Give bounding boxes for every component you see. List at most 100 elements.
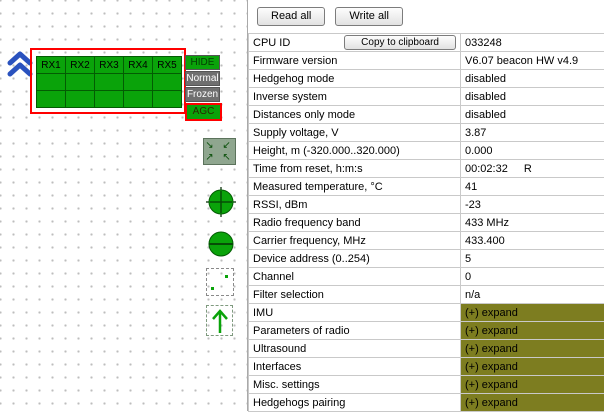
property-value[interactable]: 0.000 xyxy=(461,142,604,160)
property-value[interactable]: 433.400 xyxy=(461,232,604,250)
agc-button[interactable]: AGC xyxy=(185,103,222,121)
properties-panel: Read all Write all CPU ID Copy to clipboa… xyxy=(248,0,604,411)
circle-cross-icon[interactable] xyxy=(205,186,237,221)
rx-data-row xyxy=(37,91,182,108)
property-label: Parameters of radio xyxy=(249,322,461,340)
circle-minus-icon[interactable] xyxy=(205,228,237,263)
property-label: Hedgehog mode xyxy=(249,70,461,88)
expand-cell[interactable]: (+) expand xyxy=(461,358,604,376)
expand-cell[interactable]: (+) expand xyxy=(461,340,604,358)
property-label: Inverse system xyxy=(249,88,461,106)
property-row: Ultrasound(+) expand xyxy=(249,340,604,358)
property-value[interactable]: 41 xyxy=(461,178,604,196)
property-value[interactable]: 033248 xyxy=(461,34,604,52)
property-label: Supply voltage, V xyxy=(249,124,461,142)
property-label: CPU ID Copy to clipboard xyxy=(249,34,461,52)
expand-cell[interactable]: (+) expand xyxy=(461,304,604,322)
property-label: Channel xyxy=(249,268,461,286)
property-label: Interfaces xyxy=(249,358,461,376)
properties-toolbar: Read all Write all xyxy=(248,0,604,33)
property-value[interactable]: 0 xyxy=(461,268,604,286)
property-row: Device address (0..254)5 xyxy=(249,250,604,268)
rx-header-cell: RX2 xyxy=(66,57,95,74)
property-row: Misc. settings(+) expand xyxy=(249,376,604,394)
property-label: Height, m (-320.000..320.000) xyxy=(249,142,461,160)
property-label: Time from reset, h:m:s xyxy=(249,160,461,178)
property-row: RSSI, dBm-23 xyxy=(249,196,604,214)
property-label: Misc. settings xyxy=(249,376,461,394)
property-value[interactable]: disabled xyxy=(461,106,604,124)
rx-data-cell xyxy=(37,74,66,91)
property-label: Device address (0..254) xyxy=(249,250,461,268)
rx-header-cell: RX5 xyxy=(153,57,182,74)
property-label: RSSI, dBm xyxy=(249,196,461,214)
property-value[interactable]: 5 xyxy=(461,250,604,268)
rx-data-row xyxy=(37,74,182,91)
property-label: Hedgehogs pairing xyxy=(249,394,461,412)
property-value[interactable]: -23 xyxy=(461,196,604,214)
fit-arrows-bottom: ↗ ↖ xyxy=(204,152,235,164)
write-all-button[interactable]: Write all xyxy=(335,7,403,26)
property-label: Measured temperature, °C xyxy=(249,178,461,196)
property-row: Hedgehogs pairing(+) expand xyxy=(249,394,604,412)
rx-data-cell xyxy=(66,91,95,108)
rx-header-cell: RX1 xyxy=(37,57,66,74)
rx-data-cell xyxy=(153,74,182,91)
up-arrow-icon[interactable] xyxy=(206,305,233,336)
property-label: Radio frequency band xyxy=(249,214,461,232)
value-suffix: R xyxy=(524,163,532,175)
rx-data-cell xyxy=(66,74,95,91)
property-row: CPU ID Copy to clipboard 033248 xyxy=(249,34,604,52)
fit-arrows-icon[interactable]: ↘ ↙ ↗ ↖ xyxy=(203,138,236,165)
rx-data-cell xyxy=(124,91,153,108)
read-all-button[interactable]: Read all xyxy=(257,7,325,26)
property-value[interactable]: 3.87 xyxy=(461,124,604,142)
property-label: Firmware version xyxy=(249,52,461,70)
rx-data-cell xyxy=(124,74,153,91)
expand-cell[interactable]: (+) expand xyxy=(461,376,604,394)
fit-arrows-top: ↘ ↙ xyxy=(204,140,235,152)
frozen-button[interactable]: Frozen xyxy=(185,87,220,102)
property-value[interactable]: 433 MHz xyxy=(461,214,604,232)
property-value[interactable]: disabled xyxy=(461,70,604,88)
dashed-selection-icon[interactable] xyxy=(206,268,234,296)
rx-header-cell: RX3 xyxy=(95,57,124,74)
expand-cell[interactable]: (+) expand xyxy=(461,322,604,340)
property-value[interactable]: disabled xyxy=(461,88,604,106)
rx-data-cell xyxy=(95,91,124,108)
property-label: Filter selection xyxy=(249,286,461,304)
property-label: Ultrasound xyxy=(249,340,461,358)
property-value[interactable]: V6.07 beacon HW v4.9 xyxy=(461,52,604,70)
property-label: Carrier frequency, MHz xyxy=(249,232,461,250)
selection-dot xyxy=(225,275,228,278)
copy-to-clipboard-button[interactable]: Copy to clipboard xyxy=(344,35,456,50)
property-row: IMU(+) expand xyxy=(249,304,604,322)
rx-data-cell xyxy=(153,91,182,108)
property-label-text: CPU ID xyxy=(253,37,290,49)
property-row: Interfaces(+) expand xyxy=(249,358,604,376)
property-row: Height, m (-320.000..320.000)0.000 xyxy=(249,142,604,160)
property-value[interactable]: n/a xyxy=(461,286,604,304)
normal-button[interactable]: Normal xyxy=(185,71,220,86)
rx-data-cell xyxy=(95,74,124,91)
expand-cell[interactable]: (+) expand xyxy=(461,394,604,412)
hide-button[interactable]: HIDE xyxy=(185,55,220,70)
property-label: Distances only mode xyxy=(249,106,461,124)
selection-dot xyxy=(211,287,214,290)
rx-data-cell xyxy=(37,91,66,108)
